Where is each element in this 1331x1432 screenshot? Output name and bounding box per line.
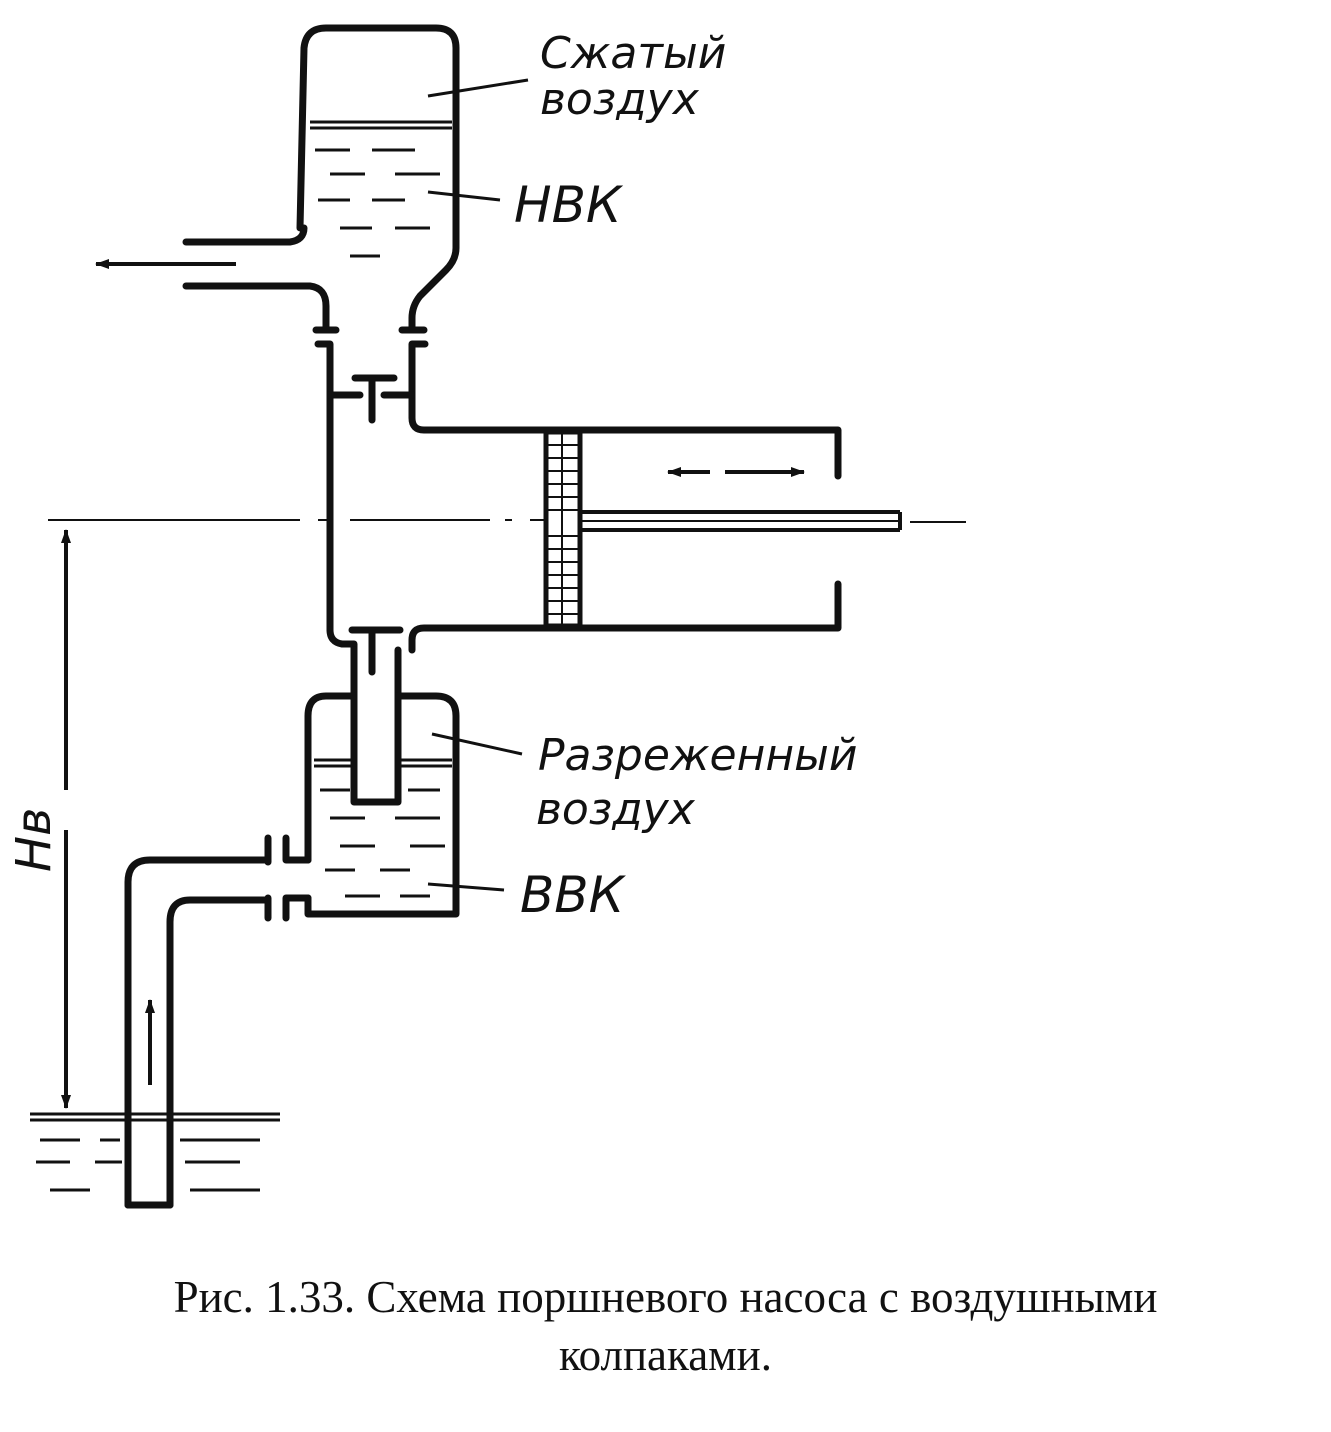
suction-air-cap: [304, 646, 460, 918]
piston: [543, 429, 583, 629]
axis-line: [48, 519, 966, 523]
pressure-cap-water: [310, 120, 452, 258]
hvk-label: НВК: [514, 176, 624, 234]
reservoir-water: [30, 1112, 280, 1192]
compressed-air-label-line1: Сжатый: [540, 28, 726, 79]
suction-cap-water: [314, 758, 452, 898]
suction-valve: [348, 626, 404, 676]
caption-line-2: колпаками.: [559, 1330, 772, 1380]
pump-body: [314, 340, 842, 654]
pump-diagram: Нв Сжатый воздух НВК Разреженный воздух …: [6, 24, 966, 1209]
vvk-label: ВВК: [520, 866, 627, 924]
figure-caption: Рис. 1.33. Схема поршневого насоса с воз…: [0, 1268, 1331, 1384]
height-label: Нв: [6, 808, 62, 872]
rarefied-air-label-line2: воздух: [536, 784, 696, 835]
rarefied-air-label-line1: Разреженный: [538, 730, 857, 781]
leader-lines: [427, 78, 529, 892]
caption-line-1: Рис. 1.33. Схема поршневого насоса с воз…: [173, 1272, 1158, 1322]
pressure-air-cap: [182, 24, 460, 334]
compressed-air-label-line2: воздух: [540, 74, 700, 125]
discharge-valve: [351, 374, 398, 424]
suction-pipe: [124, 834, 312, 1209]
piston-rod: [580, 510, 902, 532]
